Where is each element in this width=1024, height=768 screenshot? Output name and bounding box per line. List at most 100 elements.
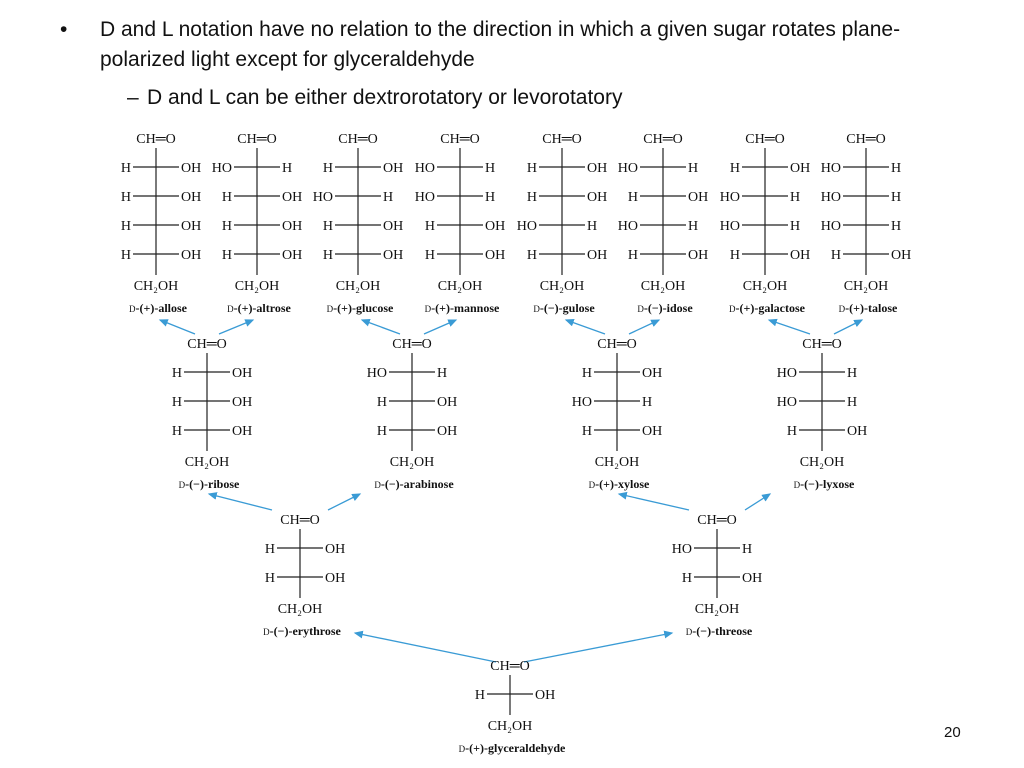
hydroxymethyl-group: CH₂OH [488,719,533,734]
left-substituent: H [831,248,841,263]
left-substituent: H [628,190,638,205]
sugar-name: D-(+)-mannose [425,301,500,315]
page-number: 20 [944,724,961,741]
hydroxymethyl-group: CH₂OH [743,279,788,294]
derivation-arrow [158,319,196,335]
derivation-arrow [353,630,497,663]
aldehyde-group: CH═O [490,659,529,674]
left-substituent: HO [572,395,592,410]
aldehyde-group: CH═O [136,132,175,147]
sugar-name: D-(+)-xylose [589,477,650,491]
aldehyde-group: CH═O [542,132,581,147]
right-substituent: OH [181,219,201,234]
right-substituent: OH [642,366,662,381]
right-substituent: OH [790,161,810,176]
sugar-name: D-(+)-altrose [227,301,291,315]
derivation-arrow [628,319,661,335]
aldehyde-group: CH═O [745,132,784,147]
left-substituent: HO [777,395,797,410]
left-substituent: H [377,424,387,439]
sugar-name: D-(−)-gulose [533,301,595,315]
left-substituent: HO [672,542,692,557]
right-substituent: OH [282,248,302,263]
sugar-name: D-(−)-arabinose [374,477,454,491]
left-substituent: H [682,571,692,586]
right-substituent: OH [535,688,555,703]
aldehyde-group: CH═O [597,337,636,352]
left-substituent: H [172,424,182,439]
aldehyde-group: CH═O [392,337,431,352]
right-substituent: OH [587,161,607,176]
derivation-arrow [218,319,255,335]
right-substituent: OH [790,248,810,263]
left-substituent: HO [720,219,740,234]
aldehyde-group: CH═O [440,132,479,147]
left-substituent: H [475,688,485,703]
right-substituent: H [790,190,800,205]
right-substituent: H [485,161,495,176]
sugar-name: D-(+)-allose [129,301,188,315]
aldehyde-group: CH═O [643,132,682,147]
derivation-arrow [744,493,772,511]
right-substituent: OH [642,424,662,439]
right-substituent: H [383,190,393,205]
left-substituent: H [527,161,537,176]
left-substituent: HO [618,161,638,176]
left-substituent: H [222,219,232,234]
right-substituent: H [742,542,752,557]
left-substituent: H [527,248,537,263]
left-substituent: H [425,248,435,263]
left-substituent: H [582,424,592,439]
aldehyde-group: CH═O [237,132,276,147]
left-substituent: H [222,190,232,205]
right-substituent: OH [587,190,607,205]
right-substituent: OH [437,395,457,410]
hydroxymethyl-group: CH₂OH [641,279,686,294]
derivation-arrow [564,318,606,335]
left-substituent: H [222,248,232,263]
hydroxymethyl-group: CH₂OH [540,279,585,294]
hydroxymethyl-group: CH₂OH [278,602,323,617]
right-substituent: H [847,395,857,410]
right-substituent: OH [232,395,252,410]
left-substituent: H [527,190,537,205]
left-substituent: H [377,395,387,410]
sugar-name: D-(−)-erythrose [263,624,341,638]
right-substituent: H [688,219,698,234]
right-substituent: OH [485,219,505,234]
left-substituent: HO [212,161,232,176]
left-substituent: HO [821,161,841,176]
right-substituent: H [437,366,447,381]
right-substituent: OH [383,161,403,176]
hydroxymethyl-group: CH₂OH [185,455,230,470]
hydroxymethyl-group: CH₂OH [235,279,280,294]
right-substituent: H [688,161,698,176]
right-substituent: OH [325,571,345,586]
sugar-name: D-(+)-glyceraldehyde [459,741,566,755]
left-substituent: H [121,219,131,234]
left-substituent: HO [415,161,435,176]
right-substituent: H [642,395,652,410]
right-substituent: OH [383,248,403,263]
fischer-projection-glyceraldehyde: CH═O H OH CH₂OH D-(+)-glyceraldehyde [459,659,566,755]
derivation-arrow [617,491,690,511]
sub-bullet-marker: – [127,86,139,109]
hydroxymethyl-group: CH₂OH [695,602,740,617]
right-substituent: OH [891,248,911,263]
left-substituent: H [582,366,592,381]
bullet-marker: • [60,18,68,41]
sugar-name: D-(−)-lyxose [794,477,855,491]
right-substituent: OH [485,248,505,263]
right-substituent: H [485,190,495,205]
left-substituent: HO [415,190,435,205]
left-substituent: H [787,424,797,439]
